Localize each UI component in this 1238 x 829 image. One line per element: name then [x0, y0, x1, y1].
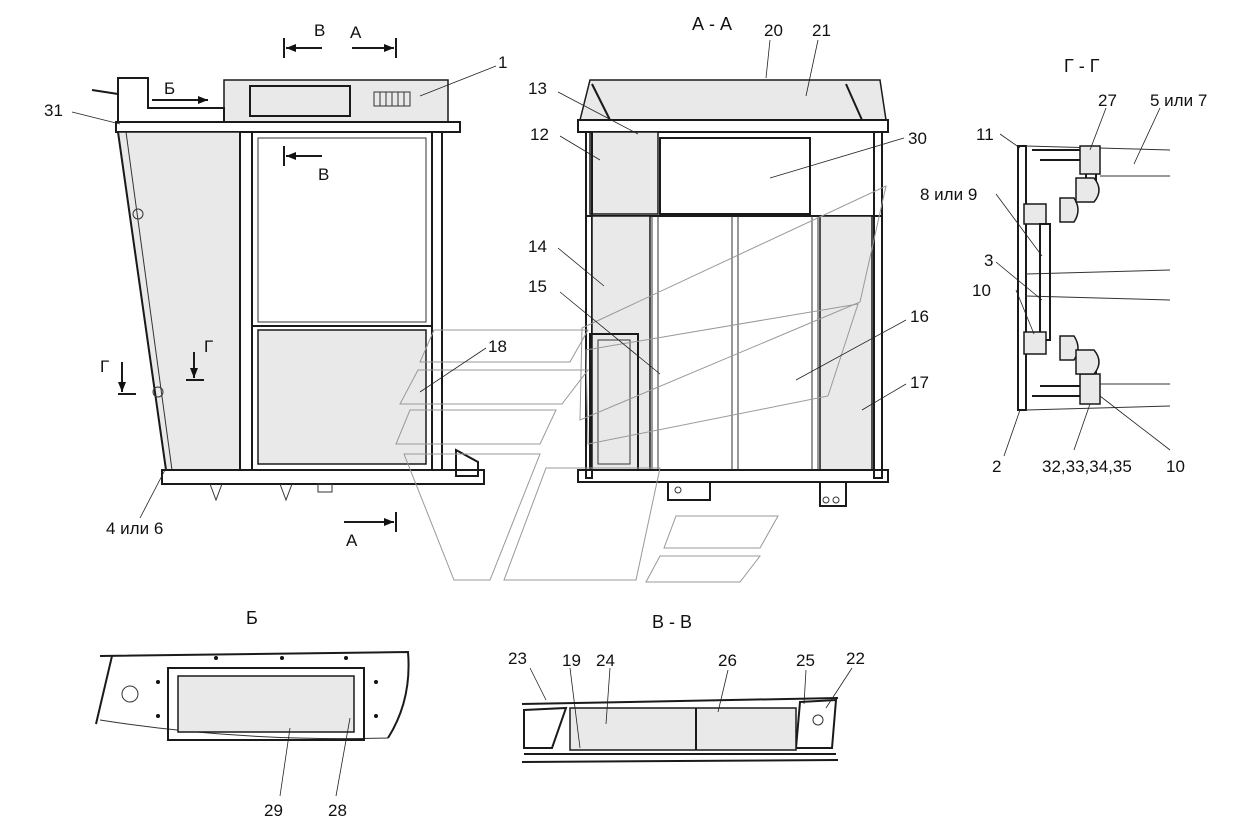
cut-mark-v-mid: В — [318, 165, 329, 184]
cut-mark-v-top: В — [314, 21, 325, 40]
callout-2: 2 — [992, 457, 1001, 476]
callout-27: 27 — [1098, 91, 1117, 110]
callout-28: 28 — [328, 801, 347, 820]
callout-4-or-6: 4 или 6 — [106, 519, 163, 538]
callout-1: 1 — [498, 53, 507, 72]
callout-32-35: 32,33,34,35 — [1042, 457, 1132, 476]
callout-8-or-9: 8 или 9 — [920, 185, 977, 204]
section-marks-side — [91, 38, 397, 532]
section-a-a-view — [577, 79, 889, 507]
callout-5-or-7: 5 или 7 — [1150, 91, 1207, 110]
callout-21: 21 — [812, 21, 831, 40]
callout-17: 17 — [910, 373, 929, 392]
callout-3: 3 — [984, 251, 993, 270]
callout-24: 24 — [596, 651, 615, 670]
callout-12: 12 — [530, 125, 549, 144]
callout-16: 16 — [910, 307, 929, 326]
callout-30: 30 — [908, 129, 927, 148]
cut-mark-a-top: А — [350, 23, 362, 42]
title-g-g: Г - Г — [1064, 56, 1100, 76]
callout-19: 19 — [562, 651, 581, 670]
callout-11: 11 — [976, 125, 994, 144]
title-b: Б — [246, 608, 258, 628]
cut-mark-a-bottom: А — [346, 531, 358, 550]
callouts: 1 31 4 или 6 18 20 21 13 12 30 14 15 16 … — [44, 21, 1207, 820]
cut-mark-g-right: Г — [204, 337, 213, 356]
callout-29: 29 — [264, 801, 283, 820]
title-v-v: В - В — [652, 612, 692, 632]
callout-14: 14 — [528, 237, 547, 256]
cut-mark-g-left: Г — [100, 357, 109, 376]
cut-mark-b-arrow: Б — [164, 79, 175, 98]
side-view — [115, 77, 485, 502]
title-a-a: А - А — [692, 14, 732, 34]
ghost-outline — [395, 185, 887, 583]
callout-13: 13 — [528, 79, 547, 98]
callout-23: 23 — [508, 649, 527, 668]
section-v-v-view — [521, 697, 839, 763]
callout-25: 25 — [796, 651, 815, 670]
callout-22: 22 — [846, 649, 865, 668]
section-g-g-view — [1017, 145, 1171, 411]
callout-10-left: 10 — [972, 281, 991, 300]
view-b — [95, 650, 410, 741]
callout-26: 26 — [718, 651, 737, 670]
callout-18: 18 — [488, 337, 507, 356]
callout-15: 15 — [528, 277, 547, 296]
callout-20: 20 — [764, 21, 783, 40]
leader-lines — [71, 39, 1171, 797]
callout-31: 31 — [44, 101, 63, 120]
callout-10-right: 10 — [1166, 457, 1185, 476]
